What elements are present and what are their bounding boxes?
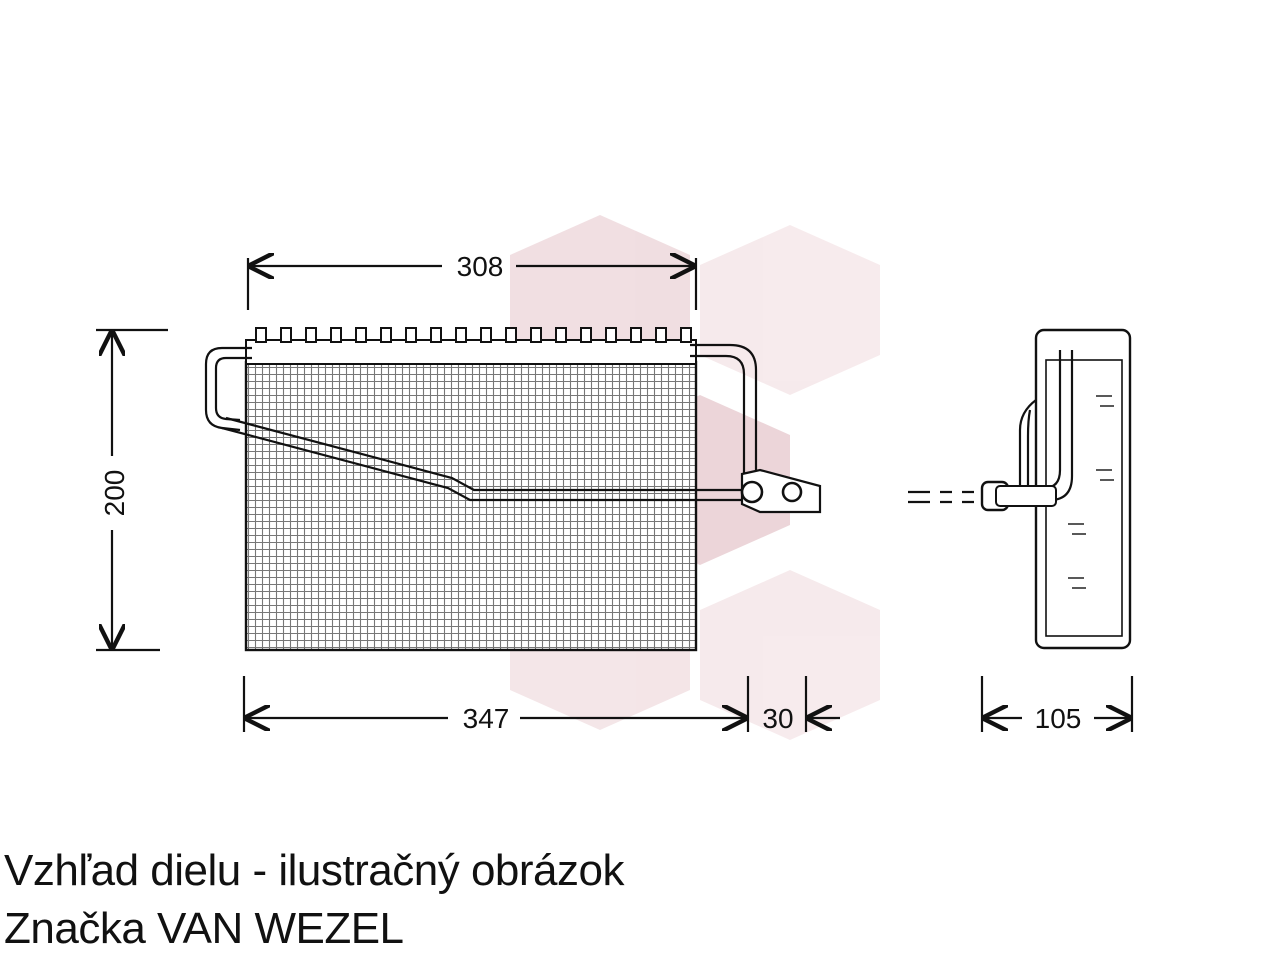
dim-label-30: 30 (762, 703, 793, 734)
evaporator-side-view (908, 328, 1132, 650)
evaporator-core (244, 360, 698, 652)
dim-label-347: 347 (463, 703, 510, 734)
dim-label-105: 105 (1035, 703, 1082, 734)
right-pipe (690, 343, 758, 476)
left-pipe (204, 346, 252, 432)
header-tubes (255, 327, 692, 343)
dim-label-200: 200 (99, 470, 130, 517)
dim-label-308: 308 (457, 251, 504, 282)
top-header (245, 339, 697, 365)
caption-illustrative: Vzhľad dielu - ilustračný obrázok (4, 846, 624, 895)
dimension-height: 200 (96, 328, 168, 652)
caption-brand: Značka VAN WEZEL (4, 904, 404, 953)
dimension-top-width: 308 (246, 251, 698, 310)
dimension-connector-offset: 30 (762, 676, 840, 734)
evaporator-front-view (204, 327, 822, 652)
dimension-depth: 105 (980, 676, 1134, 734)
connector-flange (740, 468, 822, 514)
technical-drawing: 308 200 347 30 105 (96, 215, 1134, 740)
diagonal-pipe (221, 426, 742, 502)
dimension-bottom-width: 347 (242, 676, 750, 734)
